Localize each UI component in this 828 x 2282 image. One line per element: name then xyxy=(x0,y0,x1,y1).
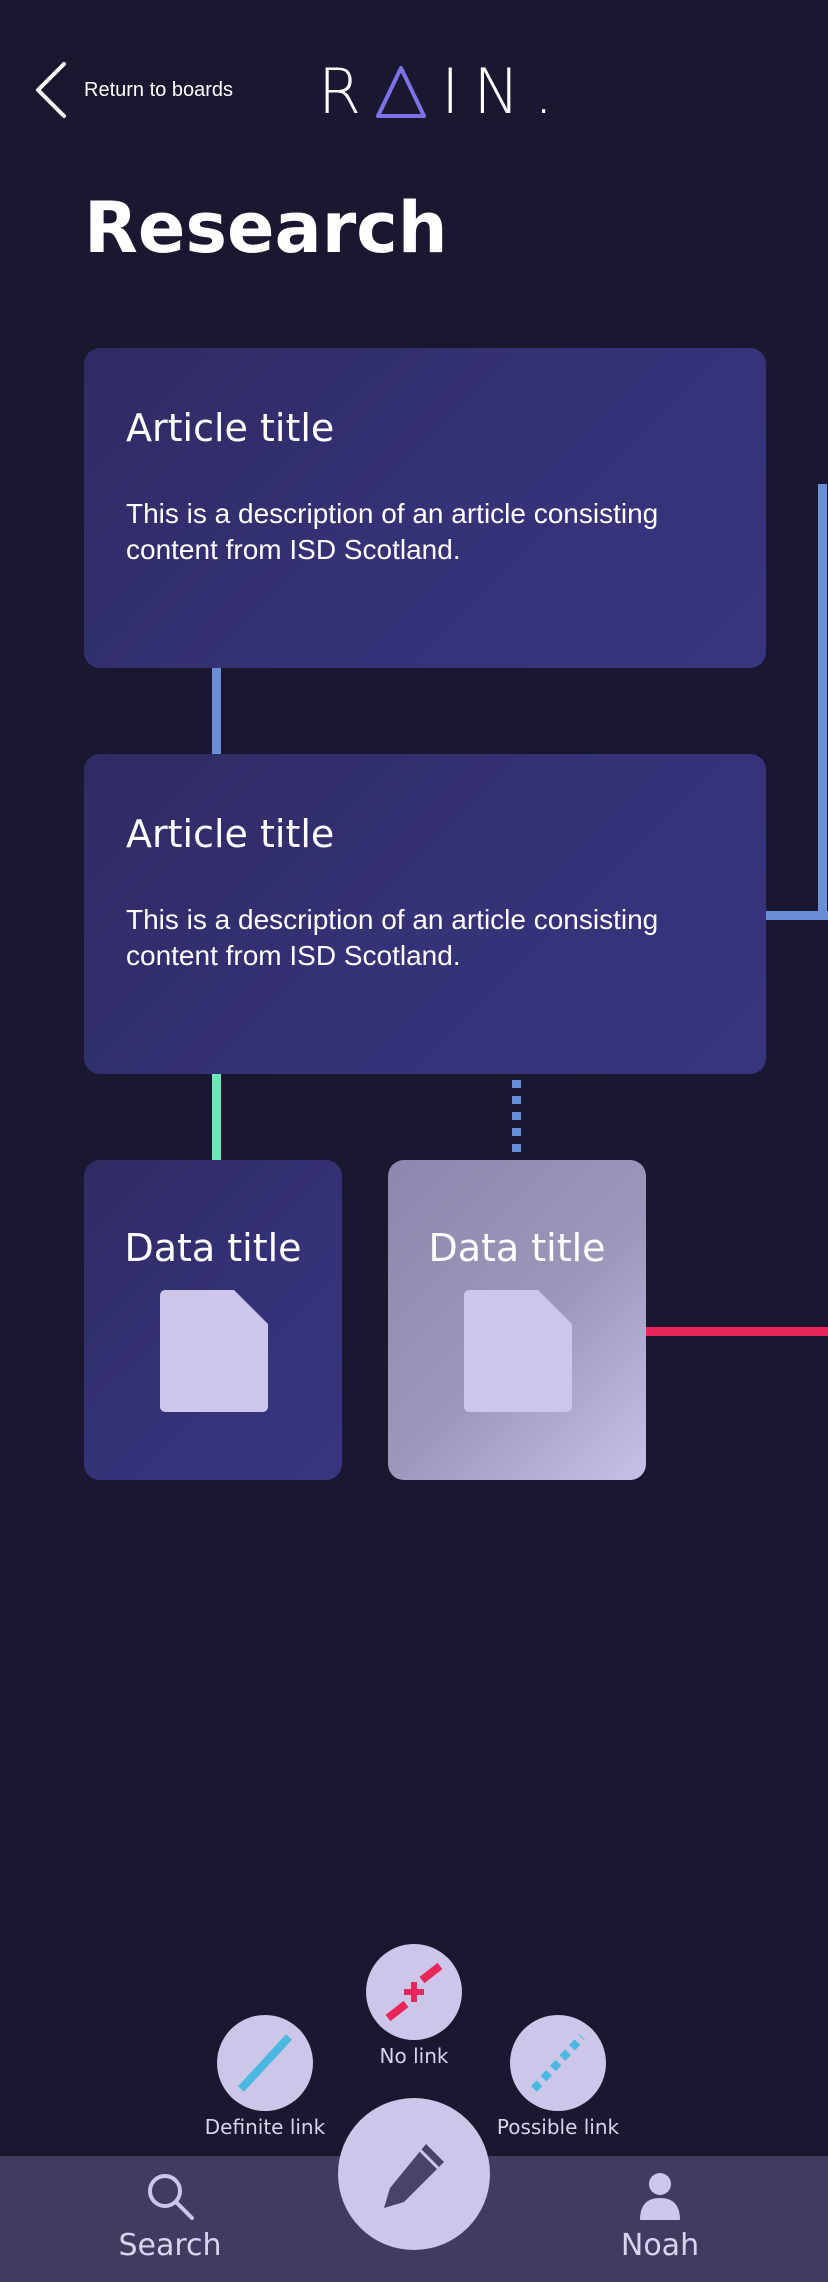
logo-letter-r: R xyxy=(318,55,376,128)
nav-search-label: Search xyxy=(118,2228,222,2263)
logo-dot: . xyxy=(533,55,554,128)
file-icon xyxy=(464,1290,572,1412)
no-link-icon xyxy=(385,1962,443,2022)
no-link-button[interactable] xyxy=(366,1944,462,2040)
nav-search[interactable]: Search xyxy=(110,2170,230,2263)
logo-letters-in: IN xyxy=(441,55,534,128)
article-description: This is a description of an article cons… xyxy=(126,498,659,565)
possible-link-label: Possible link xyxy=(496,2115,620,2139)
connector-right-horizontal xyxy=(766,911,828,920)
data-title: Data title xyxy=(124,1226,302,1270)
data-card-selected[interactable]: Data title xyxy=(388,1160,646,1480)
page-title: Research xyxy=(84,187,448,269)
connector-possible-link xyxy=(512,1080,521,1156)
possible-link-icon xyxy=(531,2034,585,2092)
possible-link-button[interactable] xyxy=(510,2015,606,2111)
definite-link-icon xyxy=(238,2034,292,2092)
file-icon xyxy=(160,1290,268,1412)
data-card[interactable]: Data title xyxy=(84,1160,342,1480)
logo-triangle-icon xyxy=(376,66,427,118)
pencil-icon xyxy=(384,2144,444,2208)
chevron-left-icon xyxy=(36,62,66,118)
article-description: This is a description of an article cons… xyxy=(126,904,659,971)
connector-right-vertical xyxy=(818,484,827,920)
person-icon xyxy=(640,2173,680,2220)
connector-no-link xyxy=(644,1327,828,1336)
no-link-label: No link xyxy=(379,2044,449,2068)
nav-profile[interactable]: Noah xyxy=(600,2170,720,2263)
article-title: Article title xyxy=(126,406,335,450)
definite-link-label: Definite link xyxy=(204,2115,326,2139)
search-icon xyxy=(148,2174,194,2220)
data-title: Data title xyxy=(428,1226,606,1270)
article-title: Article title xyxy=(126,812,335,856)
rain-logo: R IN . xyxy=(318,55,554,128)
connector-article1-article2 xyxy=(212,668,221,754)
nav-profile-label: Noah xyxy=(620,2228,700,2263)
article-card[interactable]: Article title This is a description of a… xyxy=(84,754,766,1074)
connector-definite-link xyxy=(212,1074,221,1160)
edit-links-button[interactable] xyxy=(338,2098,490,2250)
return-to-boards-label: Return to boards xyxy=(84,78,233,101)
article-card[interactable]: Article title This is a description of a… xyxy=(84,348,766,668)
return-to-boards-button[interactable]: Return to boards xyxy=(34,60,254,120)
definite-link-button[interactable] xyxy=(217,2015,313,2111)
